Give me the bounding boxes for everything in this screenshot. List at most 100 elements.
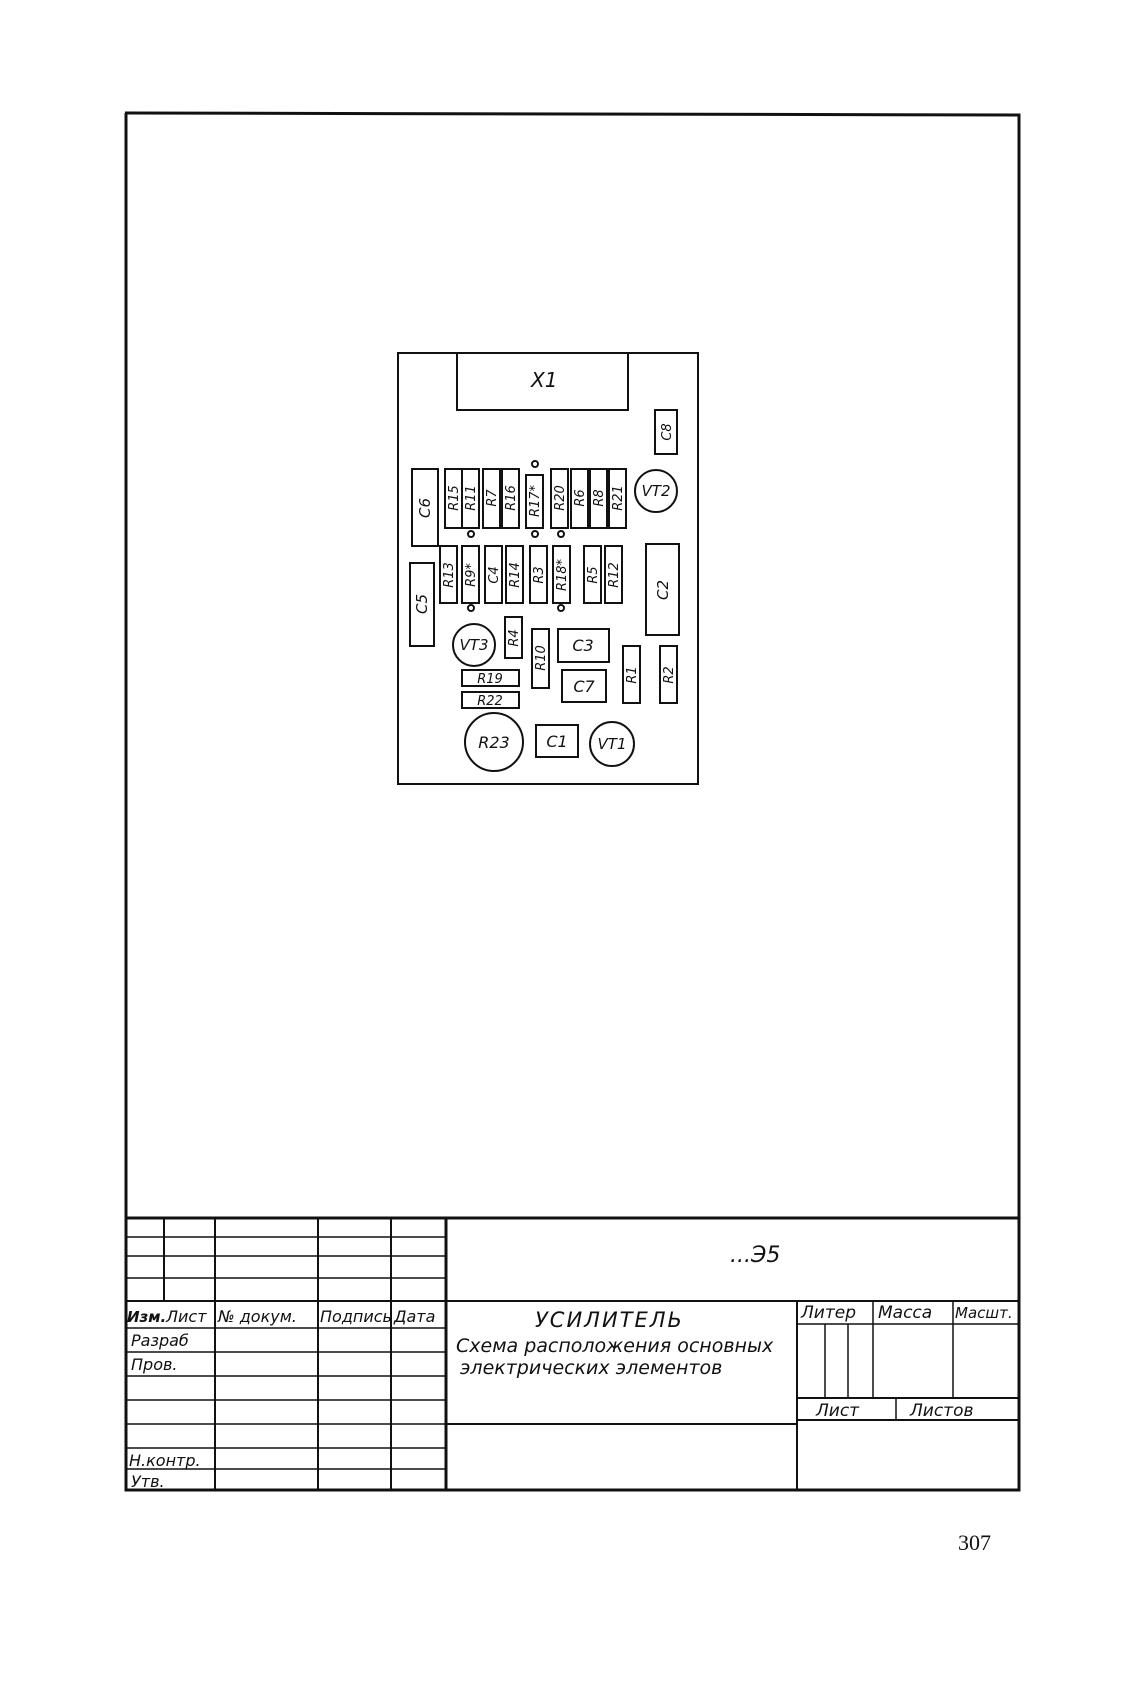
label-r13: R13 bbox=[442, 562, 457, 588]
label-x1: X1 bbox=[530, 368, 557, 392]
label-r17: R17* bbox=[528, 484, 543, 517]
label-c8: C8 bbox=[660, 423, 675, 440]
drawing-subtitle-1: Схема расположения основных bbox=[456, 1335, 774, 1357]
connector-x1 bbox=[456, 352, 629, 411]
label-r2: R2 bbox=[662, 666, 677, 683]
capacitor-c6 bbox=[411, 468, 439, 547]
label-r10: R10 bbox=[534, 645, 549, 671]
masshtab-label: Масшт. bbox=[955, 1304, 1013, 1322]
sheet-frame bbox=[124, 111, 1021, 1218]
pcb-layout bbox=[397, 352, 699, 785]
resistor-r5 bbox=[583, 545, 602, 604]
resistor-r12 bbox=[604, 545, 623, 604]
label-c3: C3 bbox=[572, 636, 593, 655]
listov-label: Листов bbox=[909, 1401, 974, 1421]
label-vt2: VT2 bbox=[642, 482, 671, 500]
label-r9: R9* bbox=[464, 563, 479, 587]
massa-label: Масса bbox=[878, 1303, 932, 1323]
capacitor-c1 bbox=[535, 724, 579, 758]
resistor-r21 bbox=[608, 468, 627, 529]
label-r21: R21 bbox=[611, 485, 626, 511]
label-r11: R11 bbox=[464, 485, 479, 511]
label-r19: R19 bbox=[477, 672, 503, 687]
label-c5: C5 bbox=[413, 594, 431, 614]
via bbox=[467, 604, 475, 612]
header-doc-no: № докум. bbox=[217, 1307, 297, 1326]
capacitor-c3 bbox=[557, 628, 610, 663]
label-r12: R12 bbox=[607, 562, 622, 588]
resistor-r16 bbox=[501, 468, 520, 529]
title-block bbox=[124, 1216, 1021, 1492]
label-vt3: VT3 bbox=[460, 636, 489, 654]
via bbox=[531, 460, 539, 468]
label-r3: R3 bbox=[532, 566, 547, 583]
resistor-r3 bbox=[529, 545, 548, 604]
title-block-frame bbox=[124, 1216, 1021, 1492]
label-r22: R22 bbox=[477, 694, 503, 709]
label-r4: R4 bbox=[507, 629, 522, 646]
resistor-r8 bbox=[589, 468, 608, 529]
role-utv: Утв. bbox=[131, 1472, 165, 1491]
resistor-r18 bbox=[552, 545, 571, 604]
via bbox=[531, 530, 539, 538]
capacitor-c5 bbox=[409, 562, 435, 647]
page-number: 307 bbox=[958, 1530, 991, 1555]
role-razrab: Разраб bbox=[131, 1331, 189, 1350]
title-block-text: ...Э5 Изм. Лист № докум. Подпись Дата Ра… bbox=[127, 1243, 1013, 1491]
resistor-r4 bbox=[504, 616, 523, 659]
capacitor-c8 bbox=[654, 409, 678, 455]
label-c7: C7 bbox=[573, 677, 595, 696]
label-r23: R23 bbox=[478, 733, 509, 752]
label-r6: R6 bbox=[573, 489, 588, 506]
label-r15: R15 bbox=[447, 485, 462, 511]
label-c1: C1 bbox=[546, 732, 567, 751]
label-r5: R5 bbox=[586, 566, 601, 583]
resistor-r14 bbox=[505, 545, 524, 604]
transistor-vt1 bbox=[589, 721, 635, 767]
label-r7: R7 bbox=[485, 489, 500, 507]
resistor-r22 bbox=[461, 691, 520, 709]
header-list: Лист bbox=[165, 1307, 207, 1326]
drawing-title: УСИЛИТЕЛЬ bbox=[535, 1308, 684, 1332]
resistor-r6 bbox=[570, 468, 589, 529]
resistor-r10 bbox=[531, 628, 550, 689]
role-nkontr: Н.контр. bbox=[129, 1451, 201, 1470]
resistor-r19 bbox=[461, 669, 520, 687]
capacitor-c7 bbox=[561, 669, 607, 703]
capacitor-c2 bbox=[645, 543, 680, 636]
via bbox=[557, 604, 565, 612]
resistor-r20 bbox=[550, 468, 569, 529]
role-prov: Пров. bbox=[131, 1355, 178, 1374]
label-vt1: VT1 bbox=[598, 735, 627, 753]
resistor-r17 bbox=[525, 474, 544, 529]
via bbox=[557, 530, 565, 538]
transistor-vt2 bbox=[634, 469, 678, 513]
trimmer-r23 bbox=[464, 712, 524, 772]
resistor-r1 bbox=[622, 645, 641, 704]
header-podpis: Подпись bbox=[320, 1307, 392, 1326]
pcb-labels: X1 C8 C6 R15 R11 R7 R16 R17* R20 R6 R8 R… bbox=[413, 368, 677, 753]
resistor-r7 bbox=[482, 468, 501, 529]
transistor-vt3 bbox=[452, 623, 496, 667]
drawing-subtitle-2: электрических элементов bbox=[460, 1357, 722, 1379]
doc-code: ...Э5 bbox=[730, 1243, 780, 1268]
resistor-r11 bbox=[461, 468, 480, 529]
label-c4: C4 bbox=[487, 566, 502, 583]
label-c2: C2 bbox=[654, 580, 672, 600]
label-r16: R16 bbox=[504, 485, 519, 511]
list-label: Лист bbox=[815, 1401, 860, 1421]
via bbox=[467, 530, 475, 538]
resistor-r2 bbox=[659, 645, 678, 704]
header-data: Дата bbox=[393, 1307, 435, 1326]
label-r18: R18* bbox=[555, 558, 570, 591]
label-r20: R20 bbox=[553, 485, 568, 511]
resistor-r9 bbox=[461, 545, 480, 604]
capacitor-c4 bbox=[484, 545, 503, 604]
label-r14: R14 bbox=[508, 562, 523, 588]
header-izm: Изм. bbox=[127, 1308, 166, 1326]
label-r8: R8 bbox=[592, 489, 607, 506]
label-c6: C6 bbox=[416, 498, 434, 518]
label-r1: R1 bbox=[625, 666, 640, 683]
resistor-r13 bbox=[439, 545, 458, 604]
